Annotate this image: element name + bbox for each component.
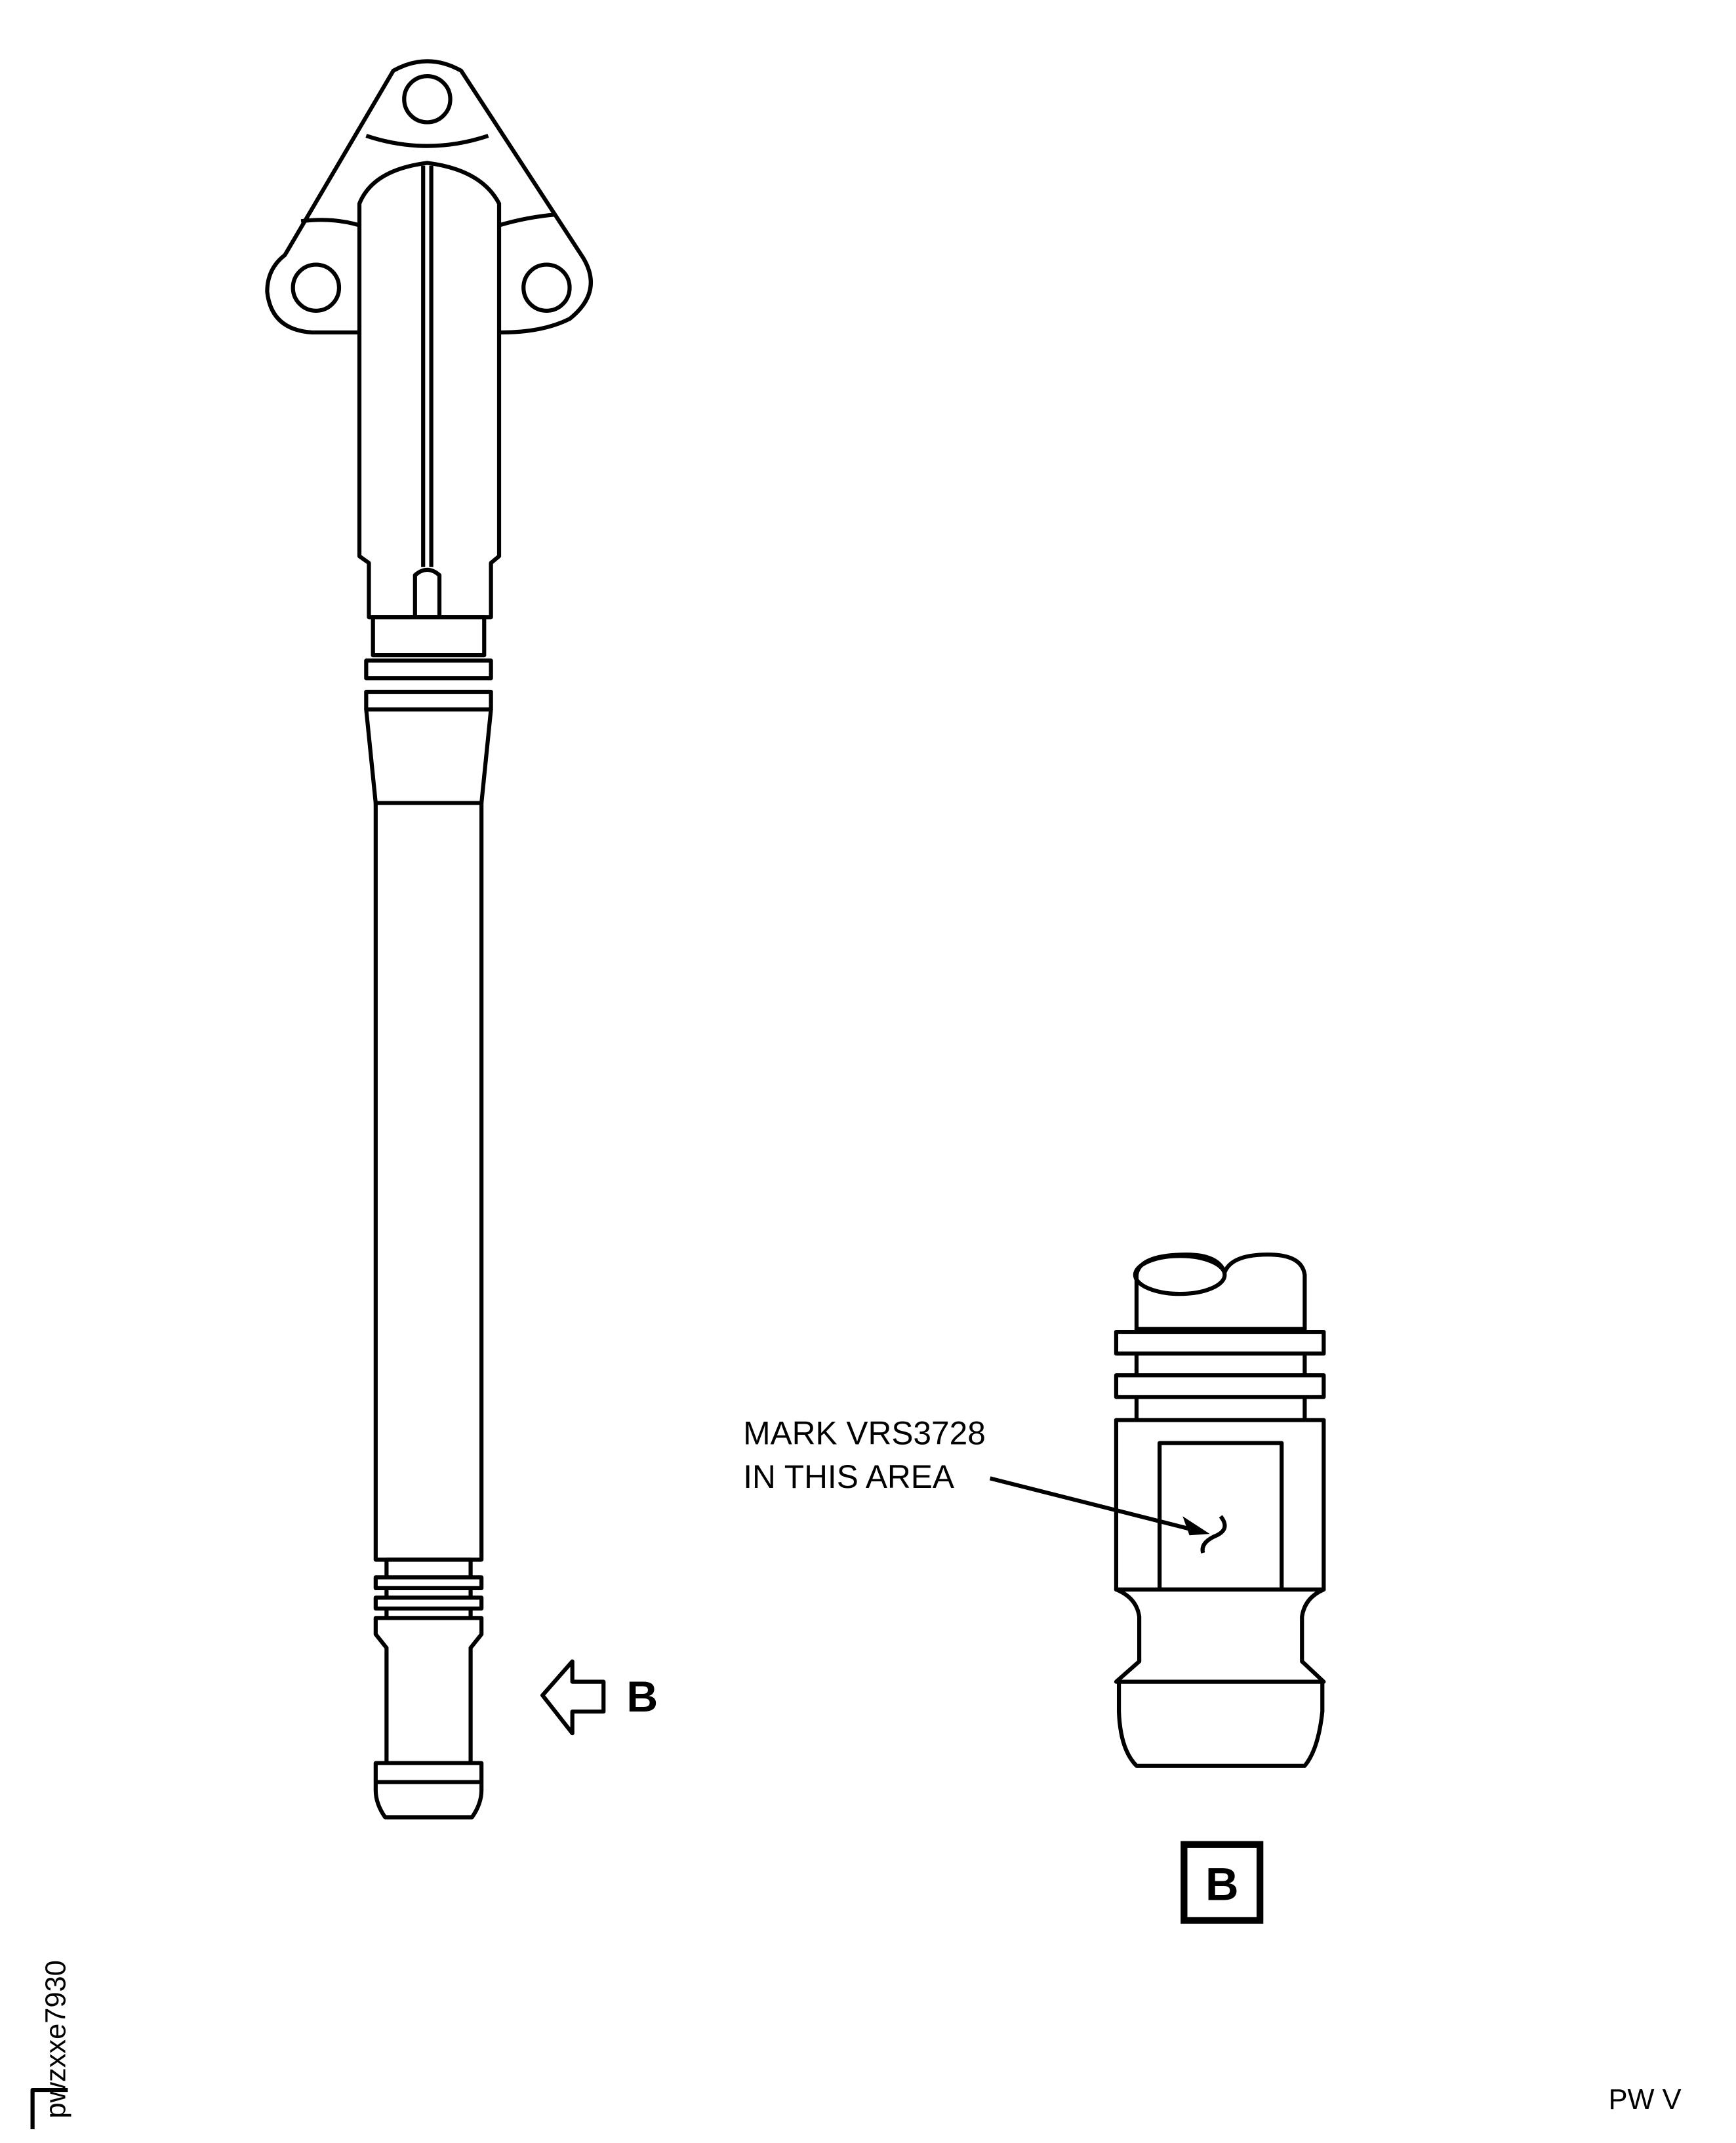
- callout-line1: MARK VRS3728: [743, 1415, 986, 1452]
- tube-end-cap: [373, 1761, 484, 1820]
- view-arrow-b: B: [540, 1659, 658, 1736]
- pipe-assembly: [265, 59, 593, 1820]
- figure-id: pwzxxe7930: [40, 1960, 71, 2118]
- detail-label: B: [1205, 1858, 1239, 1910]
- bolt-hole-top: [402, 74, 453, 125]
- detail-b-view: MARK VRS3728 IN THIS AREA B: [743, 1252, 1326, 1924]
- callout-line2: IN THIS AREA: [743, 1458, 954, 1495]
- view-arrow-label: B: [626, 1673, 658, 1721]
- bolt-hole-left: [291, 262, 342, 313]
- arrow-left-icon: [540, 1659, 606, 1736]
- tube: [373, 801, 484, 1562]
- bolt-hole-right: [521, 262, 572, 313]
- detail-label-box: [1181, 1841, 1264, 1924]
- footer-code: PW V: [1609, 2084, 1682, 2115]
